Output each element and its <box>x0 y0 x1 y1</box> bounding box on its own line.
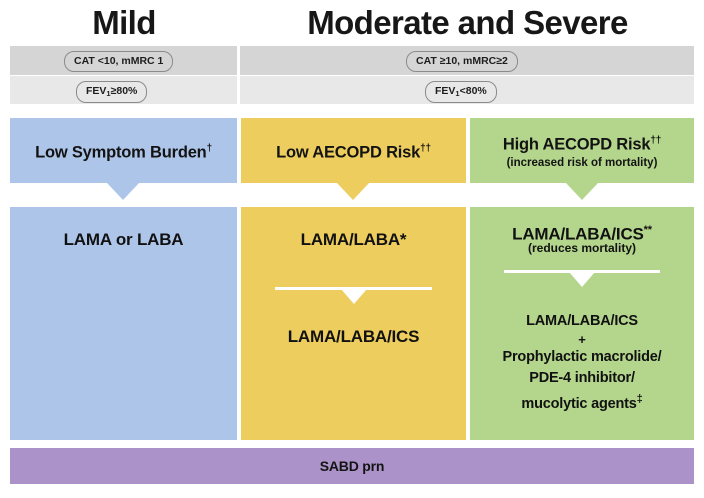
fev-subscript-mild: 1 <box>106 89 111 98</box>
treatment-escalation-label: LAMA/LABA/ICS <box>526 313 638 329</box>
divider-rule <box>503 270 661 273</box>
escalation-arrow-icon <box>569 272 595 287</box>
page-title-moderate-severe: Moderate and Severe <box>307 4 628 41</box>
escalation-divider-green <box>470 270 694 287</box>
treatment-primary-label: LAMA/LABA* <box>300 230 407 249</box>
criteria-pill-fev-mild: FEV1≥80% <box>76 81 148 103</box>
column-header-text: High AECOPD Risk <box>502 135 651 154</box>
treatment-box-low-risk: LAMA/LABA* LAMA/LABA/ICS <box>241 207 466 440</box>
flow-arrow-green <box>566 183 598 200</box>
footnote-marker: ‡ <box>636 393 643 405</box>
treatment-addon-line-3: mucolytic agents‡ <box>470 390 694 414</box>
treatment-primary-label: LAMA or LABA <box>63 230 184 249</box>
treatment-box-high-risk: LAMA/LABA/ICS** (reduces mortality) LAMA… <box>470 207 694 440</box>
criteria-pill-cat-moderate-severe: CAT ≥10, mMRC≥2 <box>406 51 518 72</box>
escalation-arrow-icon <box>340 289 367 304</box>
page-title-mild: Mild <box>92 4 156 41</box>
footer-bar-label: SABD prn <box>319 458 385 474</box>
column-header-label: Low AECOPD Risk†† <box>276 139 431 163</box>
footer-bar-sabd: SABD prn <box>10 448 694 484</box>
treatment-plus-sign: + <box>578 332 586 347</box>
treatment-box-mild: LAMA or LABA <box>10 207 237 440</box>
treatment-primary-text: LAMA/LABA/ICS <box>512 224 644 244</box>
column-header-label: Low Symptom Burden† <box>35 139 212 163</box>
column-header-low-symptom-burden: Low Symptom Burden† <box>10 118 237 183</box>
fev-label-mild: FEV <box>86 85 107 97</box>
divider-rule <box>274 287 433 290</box>
fev-value-mild: ≥80% <box>110 85 138 97</box>
criteria-band-cat <box>10 46 694 75</box>
criteria-band-fev <box>10 76 694 104</box>
fev-subscript-moderate-severe: 1 <box>455 89 460 98</box>
column-header-label: High AECOPD Risk†† <box>503 131 661 155</box>
footnote-marker: †† <box>420 142 431 154</box>
footnote-marker: †† <box>650 135 662 147</box>
column-header-text: Low AECOPD Risk <box>276 143 421 162</box>
treatment-primary-label: LAMA/LABA/ICS** <box>470 220 694 245</box>
flow-arrow-blue <box>107 183 139 200</box>
column-header-high-aecopd-risk: High AECOPD Risk†† (increased risk of mo… <box>470 118 694 183</box>
criteria-pill-fev-moderate-severe: FEV1<80% <box>425 81 497 103</box>
escalation-divider-yellow <box>241 287 466 304</box>
footnote-marker: † <box>206 142 213 154</box>
treatment-addon-line-1: Prophylactic macrolide/ <box>502 349 662 365</box>
treatment-primary-note: (reduces mortality) <box>527 241 637 255</box>
treatment-addon-line-2: PDE-4 inhibitor/ <box>529 370 635 386</box>
treatment-addon-text: mucolytic agents <box>521 395 637 412</box>
column-header-text: Low Symptom Burden <box>35 143 207 162</box>
column-header-subtitle: (increased risk of mortality) <box>506 156 658 169</box>
footnote-marker: ** <box>643 224 652 236</box>
fev-value-moderate-severe: <80% <box>459 85 487 97</box>
fev-label-moderate-severe: FEV <box>435 85 456 97</box>
criteria-pill-cat-mild: CAT <10, mMRC 1 <box>64 51 174 72</box>
flow-arrow-yellow <box>337 183 369 200</box>
column-header-low-aecopd-risk: Low AECOPD Risk†† <box>241 118 466 183</box>
title-row: Mild Moderate and Severe <box>0 0 704 46</box>
criteria-band-divider <box>237 30 240 106</box>
treatment-escalation-label: LAMA/LABA/ICS <box>287 327 420 346</box>
